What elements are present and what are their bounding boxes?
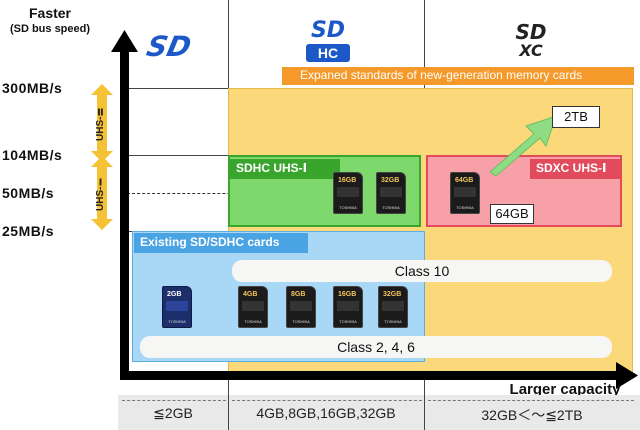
speed-label-25: 25MB/s bbox=[2, 223, 55, 239]
card-sdhc-16gb-stripe bbox=[337, 301, 359, 311]
card-uhs-32gb: 32GB TOSHIBA bbox=[376, 172, 406, 214]
capacity-sdxc-label: 32GB＜～≦2TB bbox=[481, 407, 583, 423]
sdxc-logo-bottom: XC bbox=[519, 41, 543, 60]
card-uhs-16gb: 16GB TOSHIBA bbox=[333, 172, 363, 214]
capacity-arrow-sd bbox=[122, 400, 226, 401]
y-axis-title-line1: Faster bbox=[28, 5, 72, 21]
sdxc-logo-top: SD bbox=[515, 20, 547, 44]
sdhc-logo: SD HC bbox=[298, 20, 358, 64]
card-sd-2gb-stripe bbox=[166, 301, 188, 311]
uhs-i-arrow-icon bbox=[91, 156, 113, 230]
card-uhs-16gb-stripe bbox=[337, 187, 359, 197]
sdxc-logo: SD XC bbox=[506, 22, 556, 62]
card-uhs-32gb-stripe bbox=[380, 187, 402, 197]
sdhc-uhs-title: SDHC UHS-Ⅰ bbox=[230, 159, 340, 179]
card-sdhc-16gb-brand: TOSHIBA bbox=[339, 319, 357, 324]
class-2-4-6-bar: Class 2, 4, 6 bbox=[140, 336, 612, 358]
sdxc-uhs-title: SDXC UHS-Ⅰ bbox=[530, 159, 620, 179]
capacity-divider-1 bbox=[228, 395, 229, 430]
card-sdhc-8gb-capacity: 8GB bbox=[291, 291, 306, 298]
card-sdhc-32gb-stripe bbox=[382, 301, 404, 311]
card-sdhc-32gb-brand: TOSHIBA bbox=[384, 319, 402, 324]
card-sd-2gb-brand: TOSHIBA bbox=[168, 319, 186, 324]
card-sd-2gb-capacity: 2GB bbox=[167, 291, 182, 298]
card-sd-2gb: 2GB TOSHIBA bbox=[162, 286, 192, 328]
badge-2tb: 2TB bbox=[552, 106, 600, 128]
card-sdhc-16gb: 16GB TOSHIBA bbox=[333, 286, 363, 328]
uhs-ii-arrow-icon bbox=[91, 84, 113, 162]
card-sdxc-64gb-brand: TOSHIBA bbox=[456, 205, 474, 210]
card-sdhc-16gb-capacity: 16GB bbox=[338, 291, 357, 298]
capacity-sd: ≦2GB bbox=[118, 405, 228, 422]
speed-label-50: 50MB/s bbox=[2, 185, 55, 201]
growth-arrow-icon bbox=[489, 115, 557, 177]
capacity-arrow-sdhc bbox=[232, 400, 422, 401]
card-uhs-32gb-brand: TOSHIBA bbox=[382, 205, 400, 210]
class-10-bar: Class 10 bbox=[232, 260, 612, 282]
capacity-sdhc: 4GB,8GB,16GB,32GB bbox=[228, 405, 424, 421]
card-sdhc-8gb-brand: TOSHIBA bbox=[292, 319, 310, 324]
capacity-divider-2 bbox=[424, 395, 425, 430]
sdhc-logo-top: SD bbox=[310, 18, 346, 43]
card-sdxc-64gb-stripe bbox=[454, 187, 476, 197]
x-axis-title: Larger capacity bbox=[509, 381, 621, 398]
speed-label-104: 104MB/s bbox=[2, 147, 63, 163]
capacity-sd-label: ≦2GB bbox=[153, 405, 193, 421]
card-sdxc-64gb-capacity: 64GB bbox=[455, 177, 474, 184]
capacity-arrow-sdxc bbox=[428, 400, 634, 401]
card-uhs-16gb-capacity: 16GB bbox=[338, 177, 357, 184]
expanded-standards-banner: Expaned standards of new-generation memo… bbox=[282, 67, 634, 85]
card-sdhc-4gb-stripe bbox=[242, 301, 264, 311]
card-sdhc-4gb: 4GB TOSHIBA bbox=[238, 286, 268, 328]
badge-64gb: 64GB bbox=[490, 204, 534, 224]
card-uhs-16gb-brand: TOSHIBA bbox=[339, 205, 357, 210]
card-sdhc-4gb-capacity: 4GB bbox=[243, 291, 258, 298]
capacity-sdxc: 32GB＜～≦2TB bbox=[424, 405, 640, 425]
card-sdhc-32gb: 32GB TOSHIBA bbox=[378, 286, 408, 328]
speed-label-300: 300MB/s bbox=[2, 80, 63, 96]
card-sdhc-8gb-stripe bbox=[290, 301, 312, 311]
y-axis-title: Faster (SD bus speed) bbox=[0, 5, 100, 37]
capacity-sdhc-label: 4GB,8GB,16GB,32GB bbox=[256, 405, 396, 421]
sdhc-logo-bottom: HC bbox=[306, 44, 350, 62]
card-sdhc-4gb-brand: TOSHIBA bbox=[244, 319, 262, 324]
card-sdxc-64gb: 64GB TOSHIBA bbox=[450, 172, 480, 214]
card-sdhc-32gb-capacity: 32GB bbox=[383, 291, 402, 298]
existing-cards-title: Existing SD/SDHC cards bbox=[134, 233, 308, 253]
card-uhs-32gb-capacity: 32GB bbox=[381, 177, 400, 184]
y-axis-title-line2: (SD bus speed) bbox=[9, 23, 91, 35]
card-sdhc-8gb: 8GB TOSHIBA bbox=[286, 286, 316, 328]
